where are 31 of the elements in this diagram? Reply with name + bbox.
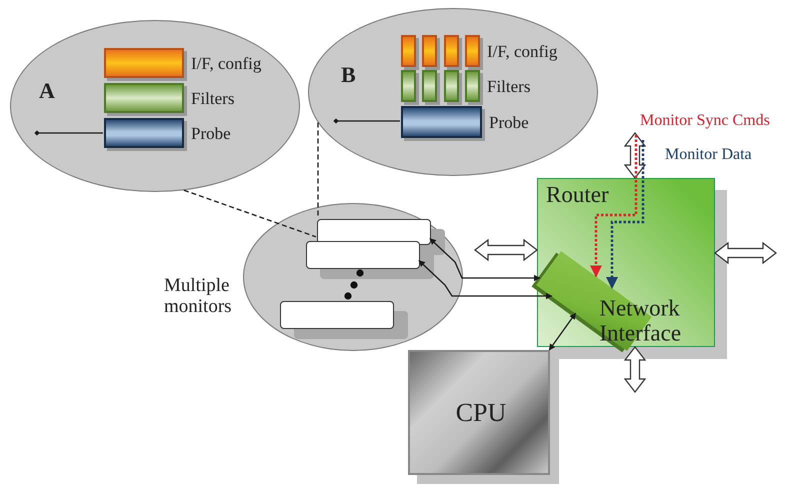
hollow-double-arrow [624, 346, 646, 393]
hollow-double-arrow [624, 132, 646, 179]
bar-label: Probe [191, 125, 231, 144]
config-bar [444, 35, 459, 67]
bar-label: Filters [487, 78, 530, 97]
callout-label: A [39, 79, 55, 104]
bar-label: Probe [489, 114, 529, 133]
node-label: Network Interface [599, 295, 682, 346]
hollow-double-arrow [474, 238, 538, 262]
filter-bar [401, 70, 416, 102]
dotted-arrow [606, 140, 644, 290]
bar-label: Filters [191, 90, 234, 109]
filter-bar [444, 70, 459, 102]
config-bar [422, 35, 437, 67]
arrow [548, 312, 576, 351]
config-bar [401, 35, 416, 67]
edge-label: Monitor Sync Cmds [640, 112, 770, 130]
dashed-line [184, 190, 316, 238]
dashed-line [317, 122, 319, 218]
dotted-arrow [590, 135, 638, 278]
probe-line [333, 118, 400, 124]
bar-label: I/F, config [191, 55, 262, 74]
arrow [418, 260, 552, 300]
node-label: Router [546, 182, 609, 208]
node-label: CPU [454, 398, 508, 428]
filter-bar [422, 70, 437, 102]
callout-label: B [341, 63, 356, 88]
callout-label: Multiple monitors [164, 276, 233, 318]
probe-line [34, 130, 103, 136]
bar-label: I/F, config [487, 43, 558, 62]
hollow-double-arrow [714, 242, 777, 264]
